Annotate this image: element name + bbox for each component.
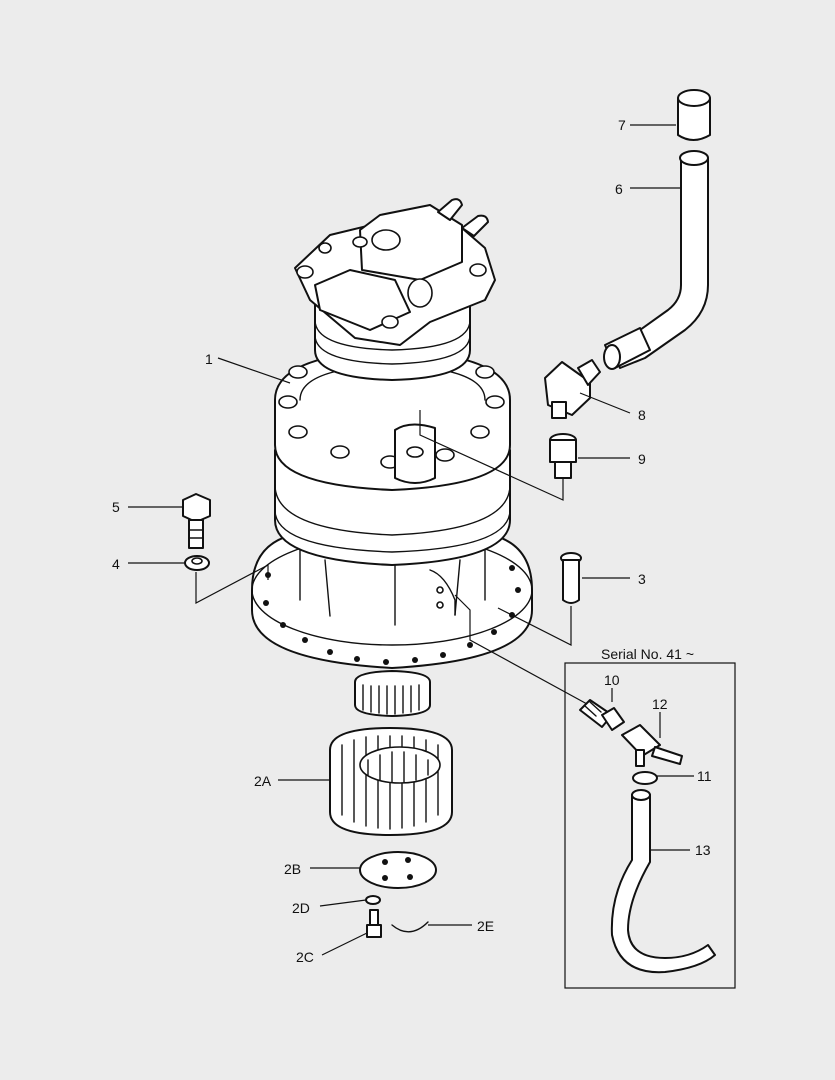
hose-6: [603, 150, 709, 370]
washer-2D: [365, 895, 381, 905]
clip-11: [632, 771, 658, 785]
swing-motor-assembly: [251, 198, 533, 717]
label-2A: 2A: [254, 773, 272, 789]
adapter-9: [549, 433, 577, 479]
label-13: 13: [695, 842, 711, 858]
label-2B: 2B: [284, 861, 301, 877]
label-2E: 2E: [477, 918, 494, 934]
drain-hose-13: [610, 794, 716, 974]
cap-7: [677, 89, 711, 141]
pin-3: [560, 552, 582, 604]
drain-valve-12: [621, 724, 683, 767]
label-3: 3: [638, 571, 646, 587]
label-10: 10: [604, 672, 620, 688]
label-1: 1: [205, 351, 213, 367]
part-labels: 1 3 4 5 6 7 8 9 2A 2B 2D 2E 2C 10 12 11 …: [112, 117, 712, 965]
label-12: 12: [652, 696, 668, 712]
label-11: 11: [697, 768, 712, 784]
bolt-5: [182, 493, 211, 549]
label-7: 7: [618, 117, 626, 133]
label-4: 4: [112, 556, 120, 572]
label-2D: 2D: [292, 900, 310, 916]
fitting-10: [579, 699, 625, 731]
label-5: 5: [112, 499, 120, 515]
elbow-8: [544, 359, 601, 419]
bolt-2C: [366, 909, 382, 938]
snap-ring-2E: [391, 921, 429, 933]
serial-inset: [564, 662, 736, 989]
inset-title: Serial No. 41 ~: [601, 646, 694, 662]
label-9: 9: [638, 451, 646, 467]
plate-2B: [359, 851, 437, 889]
leader-lines: [128, 124, 680, 956]
label-6: 6: [615, 181, 623, 197]
label-8: 8: [638, 407, 646, 423]
spline-gear-2A: [329, 727, 453, 836]
label-2C: 2C: [296, 949, 314, 965]
